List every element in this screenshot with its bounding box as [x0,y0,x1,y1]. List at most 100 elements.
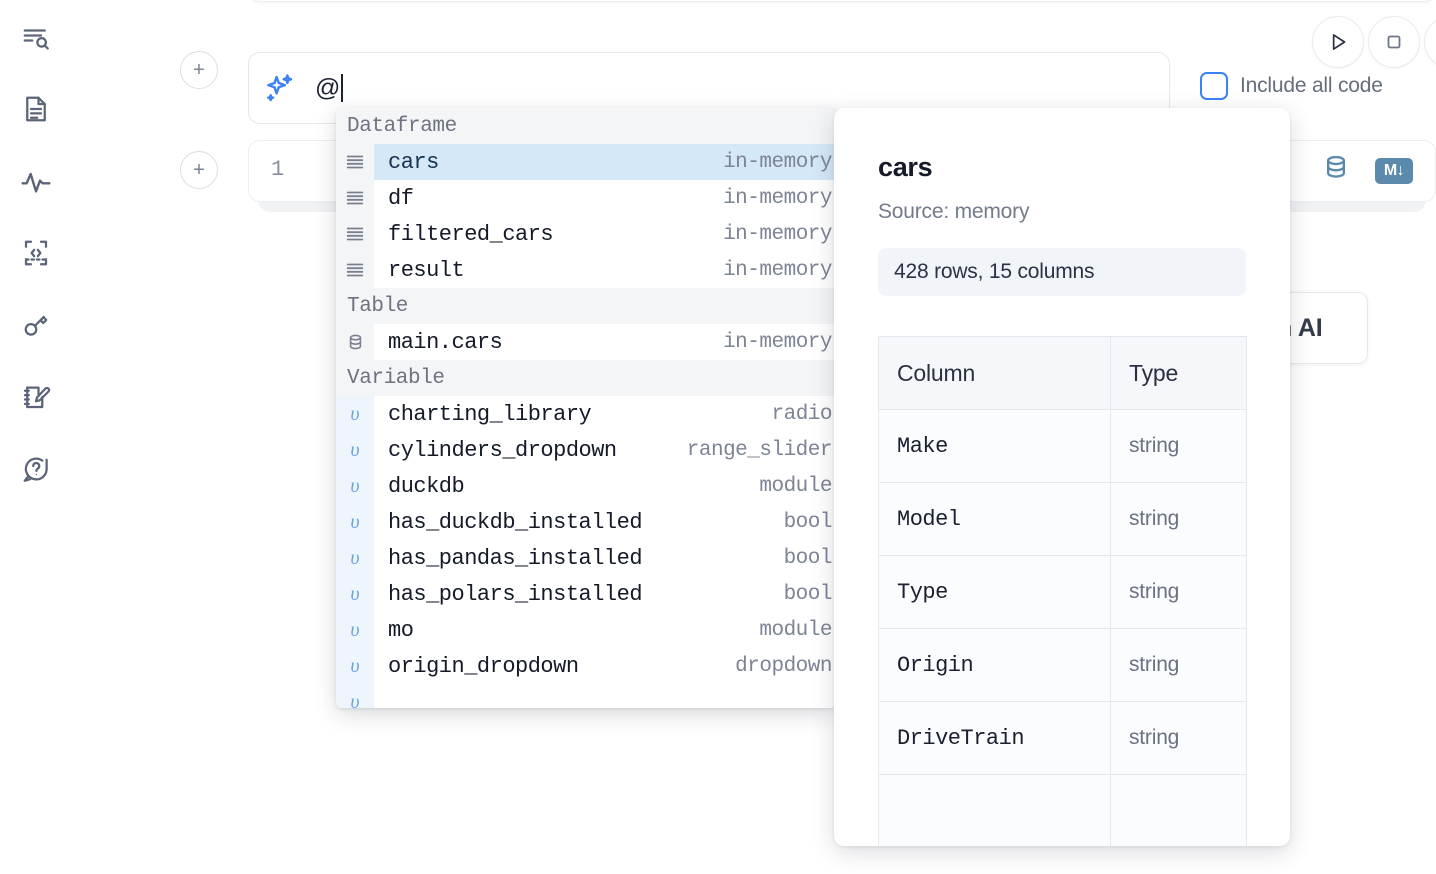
dataframe-detail-panel: cars Source: memory 428 rows, 15 columns… [834,108,1290,846]
ai-prompt-input[interactable]: @ [315,68,1155,108]
database-icon [336,324,374,360]
autocomplete-item-meta: in-memory [723,330,832,354]
detail-title: cars [878,152,933,182]
autocomplete-item-body: has_duckdb_installed bool [374,504,836,540]
autocomplete-item-name: duckdb [388,473,465,499]
key-icon[interactable] [14,303,58,347]
autocomplete-group-header: Dataframe [336,108,836,144]
detail-table-header-row: Column Type [878,336,1247,410]
run-button[interactable] [1312,16,1364,68]
ai-prompt-value: @ [315,73,341,102]
include-all-code-label: Include all code [1240,74,1383,97]
variable-icon: υ [336,432,374,468]
stop-button[interactable] [1368,16,1420,68]
code-brackets-icon[interactable] [14,231,58,275]
variable-icon: υ [336,540,374,576]
detail-column-type: string [1110,482,1247,556]
overflow-button[interactable] [1424,16,1436,68]
add-cell-label-top: + [193,59,205,81]
autocomplete-item-meta: module [759,474,832,498]
detail-shape-badge: 428 rows, 15 columns [878,248,1246,296]
autocomplete-item[interactable]: υ [336,684,836,708]
autocomplete-item-meta: module [759,618,832,642]
detail-column-type: string [1110,555,1247,629]
activity-pulse-icon[interactable] [14,160,58,204]
autocomplete-item-meta: bool [783,510,833,534]
detail-source: Source: memory [878,200,1030,223]
autocomplete-item[interactable]: df in-memory [336,180,836,216]
variable-icon: υ [336,684,374,708]
autocomplete-item-body: main.cars in-memory [374,324,836,360]
autocomplete-item-meta: in-memory [723,186,832,210]
autocomplete-item-meta: in-memory [723,222,832,246]
include-all-code-row[interactable]: Include all code [1200,72,1383,100]
autocomplete-group-header: Variable [336,360,836,396]
previous-cell-edge [248,0,1436,2]
autocomplete-item[interactable]: υ has_duckdb_installed bool [336,504,836,540]
detail-column-name [878,774,1111,846]
add-cell-button-bottom[interactable]: + [180,151,218,189]
variable-icon: υ [336,396,374,432]
autocomplete-item-name: has_polars_installed [388,581,643,607]
search-outline-icon[interactable] [14,16,58,60]
detail-column-name: Origin [878,628,1111,702]
autocomplete-item-meta: dropdown [735,654,832,678]
autocomplete-item-name: has_duckdb_installed [388,509,643,535]
autocomplete-item-meta: bool [783,582,833,606]
dataframe-icon [336,252,374,288]
add-cell-button-top[interactable]: + [180,51,218,89]
detail-column-name: Type [878,555,1111,629]
include-all-code-checkbox[interactable] [1200,72,1228,100]
left-icon-rail [0,0,72,874]
autocomplete-item-meta: radio [771,402,832,426]
autocomplete-item-meta: range_slider [686,438,833,462]
detail-column-name: DriveTrain [878,701,1111,775]
autocomplete-item-name: charting_library [388,401,592,427]
autocomplete-item-name: cars [388,149,439,175]
variable-icon: υ [336,504,374,540]
autocomplete-item-body: has_polars_installed bool [374,576,836,612]
autocomplete-item[interactable]: main.cars in-memory [336,324,836,360]
database-icon[interactable] [1321,153,1351,188]
autocomplete-item[interactable]: υ charting_library radio [336,396,836,432]
autocomplete-item-name: df [388,185,414,211]
play-icon [1332,34,1346,50]
detail-table-row [878,774,1247,846]
document-icon[interactable] [14,87,58,131]
autocomplete-item-body: df in-memory [374,180,836,216]
text-caret [341,74,344,102]
markdown-badge-icon[interactable]: M↓ [1375,157,1413,184]
autocomplete-item-meta: in-memory [723,258,832,282]
autocomplete-item-name: has_pandas_installed [388,545,643,571]
line-number: 1 [271,157,285,182]
variable-icon: υ [336,468,374,504]
markdown-badge-label: M↓ [1383,161,1405,179]
autocomplete-item-name: main.cars [388,329,503,355]
add-cell-label-bottom: + [193,159,205,181]
notepad-pencil-icon[interactable] [14,375,58,419]
detail-column-type: string [1110,628,1247,702]
chat-question-icon[interactable] [14,447,58,491]
